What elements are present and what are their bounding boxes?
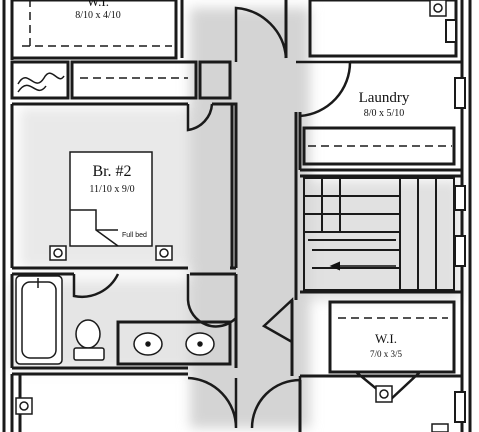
speaker-icon [15,0,449,432]
shelves [22,0,452,319]
top-wic-dims: 8/10 x 4/10 [75,10,121,21]
bedroom2-dims: 11/10 x 9/0 [89,184,134,195]
doors [72,6,421,429]
wic-lower-name: W.I. [375,331,397,346]
washer-symbol [17,72,65,93]
bed-label: Full bed [122,232,147,239]
full-bed [69,151,153,247]
laundry-name: Laundry [359,90,410,106]
sink-icon [133,332,215,356]
bathtub-icon [15,275,63,365]
bedroom2-name: Br. #2 [92,163,131,180]
toilet-icon [73,319,105,361]
wic-lower-dims: 7/0 x 3/5 [370,349,403,359]
stairs [303,177,455,291]
laundry-dims: 8/0 x 5/10 [364,108,405,119]
top-wic-name: W.I. [87,0,109,9]
